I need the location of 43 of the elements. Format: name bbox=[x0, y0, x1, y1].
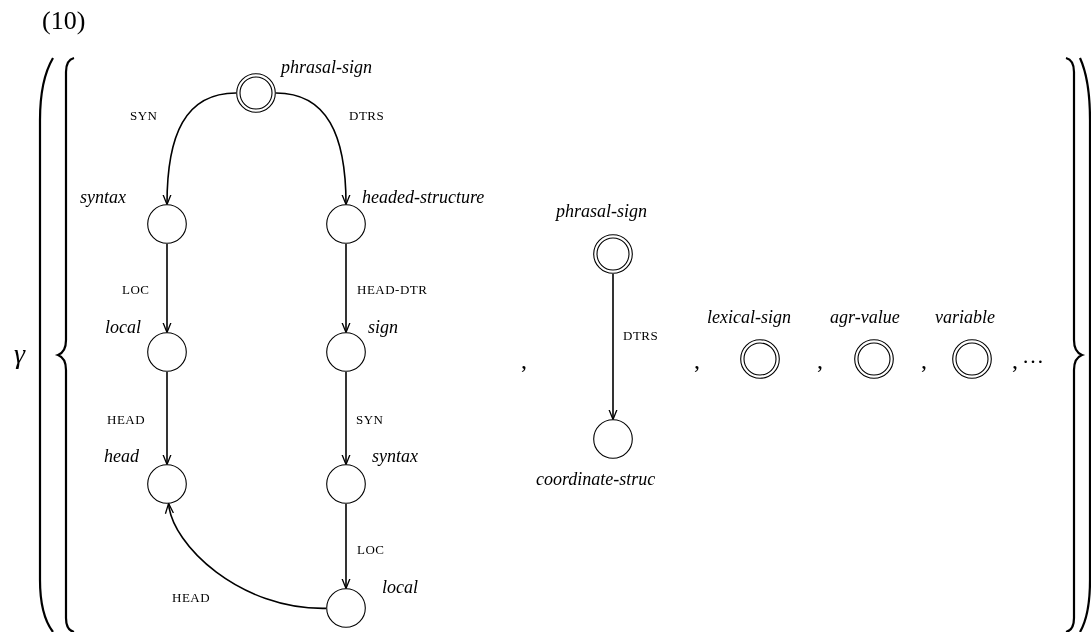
arrow bbox=[341, 503, 351, 590]
arrow bbox=[162, 92, 237, 206]
circle-node bbox=[147, 464, 187, 504]
double-circle-node bbox=[236, 73, 276, 113]
gamma-symbol: γ bbox=[14, 340, 26, 368]
type-label: variable bbox=[935, 308, 995, 326]
double-circle-node bbox=[952, 339, 992, 379]
type-label: local bbox=[382, 578, 418, 596]
circle-node bbox=[593, 419, 633, 459]
type-label: local bbox=[105, 318, 141, 336]
comma: , bbox=[694, 348, 700, 372]
arrow bbox=[341, 243, 351, 334]
type-label: agr-value bbox=[830, 308, 900, 326]
circle-node bbox=[326, 588, 366, 628]
double-circle-node bbox=[854, 339, 894, 379]
type-label: sign bbox=[368, 318, 398, 336]
type-label: lexical-sign bbox=[707, 308, 791, 326]
type-label: headed-structure bbox=[362, 188, 485, 206]
arrow bbox=[165, 502, 327, 610]
circle-node bbox=[147, 204, 187, 244]
type-label: syntax bbox=[80, 188, 126, 206]
double-circle-node bbox=[593, 234, 633, 274]
comma: , bbox=[521, 348, 527, 372]
example-number: (10) bbox=[42, 8, 86, 34]
type-label: head bbox=[104, 447, 139, 465]
arrow bbox=[275, 92, 351, 206]
type-label: syntax bbox=[372, 447, 418, 465]
double-circle-node bbox=[740, 339, 780, 379]
circle-node bbox=[326, 332, 366, 372]
arrow bbox=[162, 371, 172, 466]
circle-node bbox=[326, 204, 366, 244]
circle-node bbox=[326, 464, 366, 504]
ellipsis: … bbox=[1022, 345, 1044, 367]
arrow bbox=[341, 371, 351, 466]
circle-node bbox=[147, 332, 187, 372]
comma: , bbox=[817, 348, 823, 372]
arrow bbox=[162, 243, 172, 334]
type-label: phrasal-sign bbox=[556, 202, 647, 220]
comma: , bbox=[1012, 348, 1018, 372]
comma: , bbox=[921, 348, 927, 372]
type-label: phrasal-sign bbox=[281, 58, 372, 76]
arrow bbox=[608, 273, 618, 421]
type-label: coordinate-struc bbox=[536, 470, 656, 488]
